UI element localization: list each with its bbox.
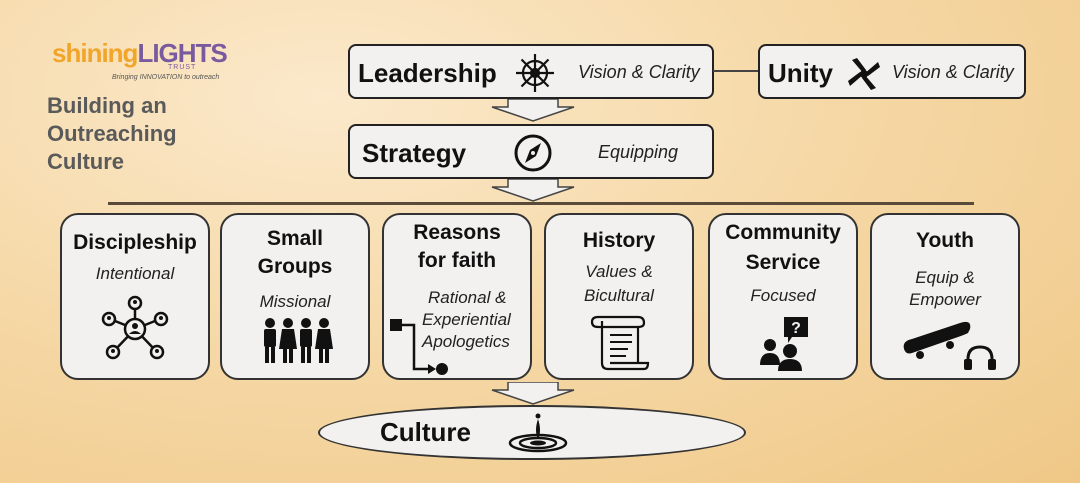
logo: shiningLIGHTS bbox=[52, 38, 228, 69]
arrow-leadership-strategy bbox=[491, 99, 575, 122]
ship-wheel-icon bbox=[516, 54, 554, 92]
unity-label: Unity bbox=[768, 58, 833, 88]
card-sub-line: Rational & bbox=[428, 288, 507, 307]
card-title-line: for faith bbox=[417, 249, 497, 272]
arrow-strategy-divider bbox=[491, 179, 575, 202]
culture-label: Culture bbox=[380, 417, 471, 447]
scroll-icon bbox=[590, 315, 650, 371]
skateboard-headphones-icon bbox=[903, 321, 996, 370]
card-sub-line: Empower bbox=[909, 290, 981, 309]
leadership-box: Leadership Vision & Clarity bbox=[348, 44, 714, 99]
card-sub-line: Focused bbox=[750, 286, 816, 305]
card-sub-line: Missional bbox=[259, 292, 331, 311]
flow-process-icon bbox=[390, 319, 448, 375]
leadership-label: Leadership bbox=[358, 58, 497, 88]
culture-ellipse: Culture bbox=[318, 405, 746, 460]
unity-sub: Vision & Clarity bbox=[892, 62, 1014, 82]
network-people-icon bbox=[101, 295, 169, 360]
card-reasons-for-faith: Reasons for faith Rational & Experientia… bbox=[382, 213, 532, 380]
card-title-line: Community bbox=[725, 221, 841, 244]
card-youth: Youth Equip & Empower bbox=[870, 213, 1020, 380]
card-sub-line: Apologetics bbox=[422, 332, 510, 351]
card-title-line: Reasons bbox=[413, 221, 501, 244]
card-title-line: Service bbox=[745, 251, 821, 274]
title-line-1: Building an bbox=[47, 93, 167, 118]
card-sub-line: Experiential bbox=[422, 310, 511, 329]
card-title-line: Small bbox=[266, 227, 324, 250]
title-line-3: Culture bbox=[47, 149, 124, 174]
strategy-sub: Equipping bbox=[598, 142, 679, 162]
card-title-line: Discipleship bbox=[73, 231, 197, 254]
arrow-cards-culture bbox=[491, 382, 575, 405]
compass-icon bbox=[514, 134, 552, 172]
water-drop-ripple-icon bbox=[508, 413, 568, 453]
logo-lights: LIGHTS bbox=[137, 38, 227, 68]
unity-box: Unity Vision & Clarity bbox=[758, 44, 1026, 99]
card-title-line: Youth bbox=[916, 229, 974, 252]
card-community-service: Community Service Focused ? bbox=[708, 213, 858, 380]
logo-trust: TRUST bbox=[168, 64, 197, 71]
divider-line bbox=[108, 202, 974, 205]
joined-hands-icon bbox=[848, 58, 880, 90]
leadership-unity-connector bbox=[713, 70, 759, 72]
card-sub-line: Bicultural bbox=[584, 286, 654, 305]
strategy-label: Strategy bbox=[362, 138, 467, 168]
card-history: History Values & Bicultural bbox=[544, 213, 694, 380]
card-sub-line: Values & bbox=[585, 262, 653, 281]
card-small-groups: Small Groups Missional bbox=[220, 213, 370, 380]
card-discipleship: Discipleship Intentional bbox=[60, 213, 210, 380]
title-line-2: Outreaching bbox=[47, 121, 177, 146]
strategy-box: Strategy Equipping bbox=[348, 124, 714, 179]
svg-text:?: ? bbox=[791, 320, 801, 337]
question-people-icon: ? bbox=[760, 317, 808, 371]
card-title-line: History bbox=[582, 229, 656, 252]
leadership-sub: Vision & Clarity bbox=[578, 62, 700, 82]
card-title-line: Groups bbox=[257, 255, 333, 278]
group-people-icon bbox=[264, 318, 333, 363]
logo-shining: shining bbox=[52, 38, 138, 68]
logo-tagline: Bringing INNOVATION to outreach bbox=[112, 74, 220, 81]
card-sub-line: Intentional bbox=[95, 264, 175, 283]
card-sub-line: Equip & bbox=[915, 268, 975, 287]
